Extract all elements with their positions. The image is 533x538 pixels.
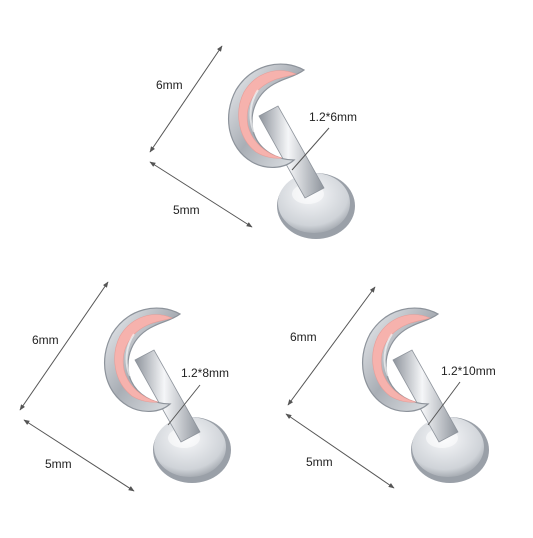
- dimension-height-line: [19, 281, 109, 411]
- post-size-label: 1.2*10mm: [441, 364, 496, 378]
- earring-3: [285, 286, 490, 489]
- width-label: 5mm: [306, 455, 333, 469]
- dimension-width-line: [285, 413, 395, 489]
- pointer-line: [167, 384, 201, 426]
- pointer-line: [291, 127, 330, 171]
- earring-1: [149, 45, 356, 241]
- post-size-label: 1.2*6mm: [309, 110, 358, 124]
- earring-2: [19, 281, 232, 492]
- height-label: 6mm: [156, 78, 183, 92]
- dimension-height-line: [149, 45, 223, 153]
- dimension-height-line: [287, 286, 376, 406]
- height-label: 6mm: [32, 333, 59, 347]
- dimension-width-line: [23, 419, 135, 492]
- width-label: 5mm: [45, 457, 72, 471]
- width-label: 5mm: [173, 203, 200, 217]
- dimension-width-line: [149, 161, 253, 228]
- post-size-label: 1.2*8mm: [181, 366, 230, 380]
- pointer-line: [427, 381, 461, 426]
- height-label: 6mm: [290, 330, 317, 344]
